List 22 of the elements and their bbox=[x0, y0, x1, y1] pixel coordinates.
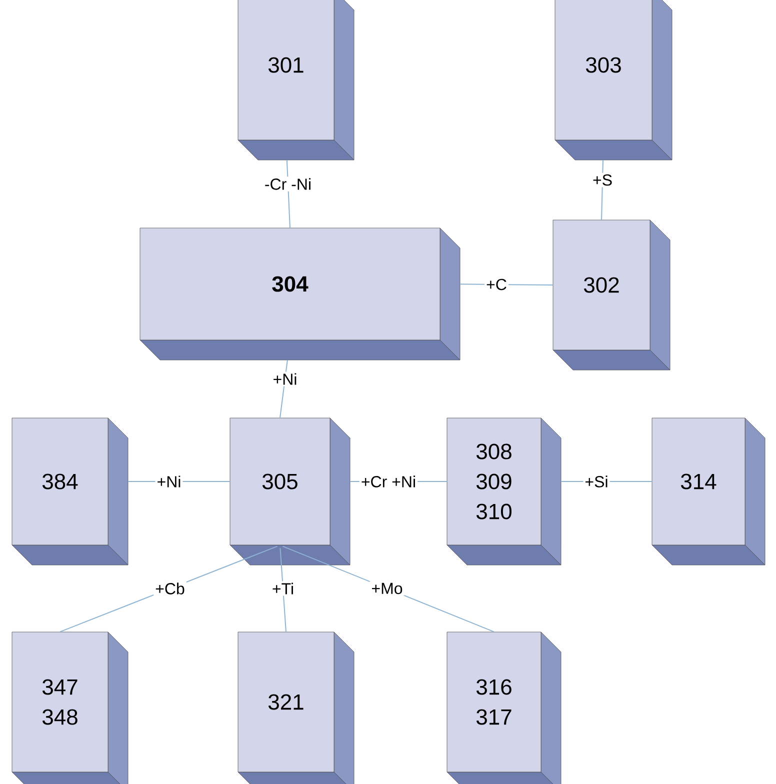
box-drawing: 301 bbox=[238, 0, 354, 160]
box-drawing: 314 bbox=[652, 418, 766, 566]
edge-label: +S bbox=[591, 172, 614, 188]
box-drawing: 321 bbox=[238, 632, 354, 784]
edge-label: +Cr +Ni bbox=[359, 474, 418, 489]
box-drawing: 316 317 bbox=[446, 632, 562, 784]
box-drawing: 384 bbox=[12, 418, 128, 566]
box-drawing: 347 348 bbox=[12, 632, 128, 784]
box-drawing: 302 bbox=[552, 220, 670, 370]
box-drawing: 303 bbox=[554, 0, 672, 160]
edge-label: -Cr -Ni bbox=[262, 176, 314, 192]
edge-label: +C bbox=[484, 277, 508, 292]
edge-label: +Ni bbox=[155, 474, 183, 489]
edge-label: +Ni bbox=[271, 372, 299, 386]
box-drawing: 304 bbox=[140, 228, 460, 360]
box-drawing: 308 309 310 bbox=[446, 418, 562, 566]
edge-label: +Ti bbox=[270, 581, 296, 596]
edge-label: +Mo bbox=[370, 581, 404, 596]
edge-label: +Si bbox=[583, 474, 610, 489]
box-drawing: 305 bbox=[230, 418, 350, 566]
connector-line bbox=[601, 160, 604, 220]
edge-label: +Cb bbox=[154, 581, 186, 596]
